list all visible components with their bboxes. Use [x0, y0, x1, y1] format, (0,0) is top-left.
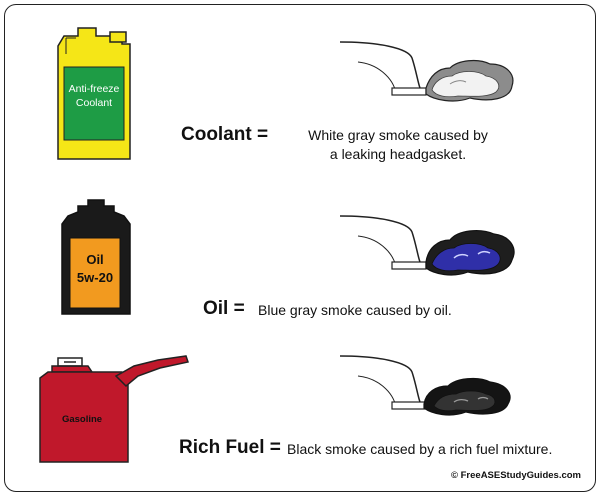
container-label-line: Gasoline — [62, 414, 102, 425]
coolant-description: White gray smoke caused by a leaking hea… — [288, 126, 508, 164]
container-label-line: Coolant — [76, 97, 112, 109]
black-smoke-exhaust-icon — [338, 350, 528, 422]
copyright-credit: © FreeASEStudyGuides.com — [451, 470, 581, 481]
oil-description: Blue gray smoke caused by oil. — [258, 301, 452, 320]
rich-fuel-description: Black smoke caused by a rich fuel mixtur… — [287, 440, 552, 459]
container-label-line: 5w-20 — [77, 270, 113, 285]
white-smoke-exhaust-icon — [338, 38, 528, 110]
container-label-line: Oil — [86, 252, 103, 267]
oil-bottle-icon: Oil 5w-20 — [58, 198, 138, 316]
coolant-title: Coolant = — [181, 124, 268, 146]
container-label-line: Anti-freeze — [69, 83, 120, 95]
oil-title: Oil = — [203, 298, 245, 320]
antifreeze-jug-icon: Anti-freeze Coolant — [52, 24, 142, 164]
description-line: a leaking headgasket. — [288, 145, 508, 164]
rich-fuel-title: Rich Fuel = — [179, 437, 281, 459]
gas-can-icon: Gasoline — [30, 354, 195, 466]
description-line: Blue gray smoke caused by oil. — [258, 301, 452, 320]
description-line: White gray smoke caused by — [288, 126, 508, 145]
description-line: Black smoke caused by a rich fuel mixtur… — [287, 440, 552, 459]
blue-smoke-exhaust-icon — [338, 210, 528, 282]
